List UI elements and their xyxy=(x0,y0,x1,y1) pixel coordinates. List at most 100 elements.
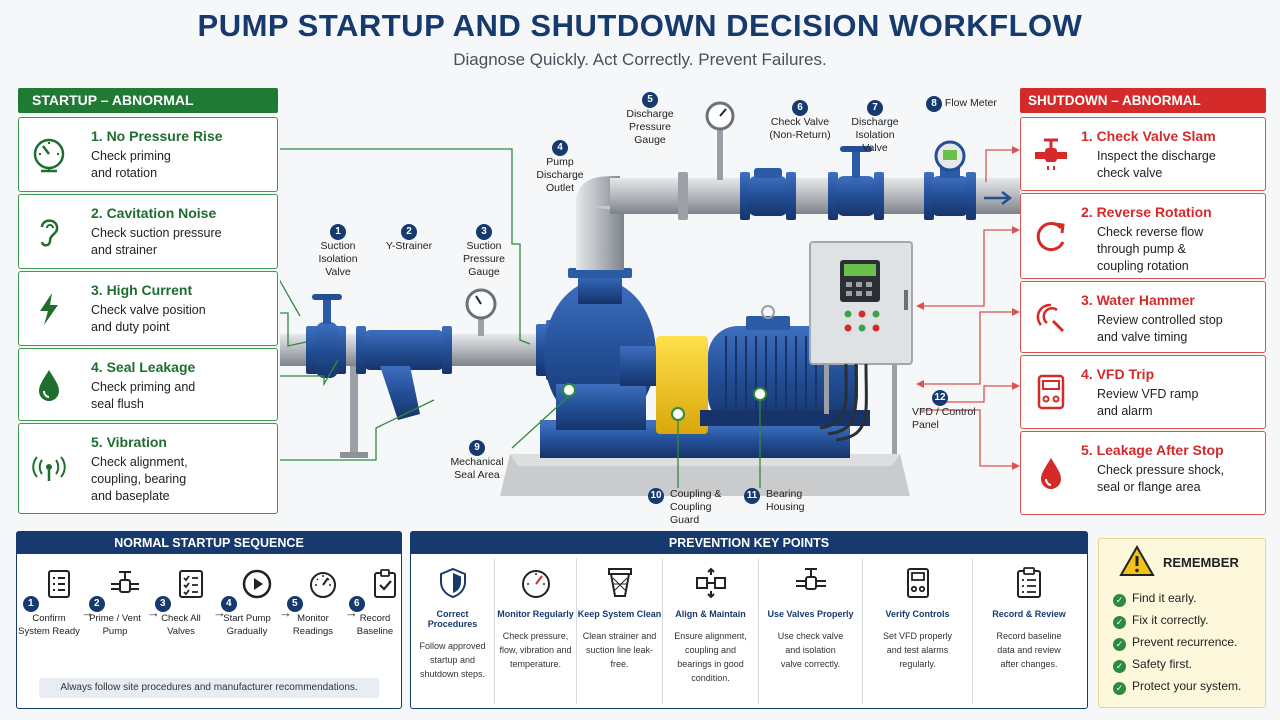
step-label: Record Baseline xyxy=(356,613,394,637)
valve-icon xyxy=(795,568,826,590)
label-number: 11 xyxy=(744,488,760,504)
shutdown-title-3: 3. Water Hammer xyxy=(1081,292,1195,308)
sequence-step-2[interactable]: 2 Prime / Vent Pump xyxy=(83,562,147,638)
label-number: 1 xyxy=(330,224,346,240)
label-vfd-control-panel: 12 VFD / Control Panel xyxy=(912,390,988,432)
startup-desc-4: Check priming and seal flush xyxy=(91,380,196,411)
step-number: 4 xyxy=(220,596,237,612)
warning-icon xyxy=(1119,545,1155,576)
remember-text: Protect your system. xyxy=(1132,679,1242,693)
clipboard-icon xyxy=(1017,567,1041,598)
startup-desc-3: Check valve position and duty point xyxy=(91,303,206,334)
step-number: 6 xyxy=(348,596,365,612)
remember-header: REMEMBER xyxy=(1163,555,1239,570)
label-number: 6 xyxy=(792,100,808,116)
startup-card-4[interactable]: 4. Seal Leakage Check priming and seal f… xyxy=(18,348,278,421)
startup-title-1: 1. No Pressure Rise xyxy=(91,128,223,144)
remember-text: Prevent recurrence. xyxy=(1132,635,1238,649)
vfd-icon xyxy=(906,568,929,598)
sequence-step-3[interactable]: 3 Check All Valves xyxy=(149,562,213,638)
prevention-item-6: Verify Controls Set VFD properly and tes… xyxy=(863,558,973,704)
sequence-step-6[interactable]: 6 Record Baseline xyxy=(343,562,407,638)
remember-item-4: ✓Safety first. xyxy=(1113,657,1192,673)
shutdown-desc-4: Review VFD ramp and alarm xyxy=(1097,387,1199,418)
shutdown-title-4: 4. VFD Trip xyxy=(1081,366,1155,382)
startup-desc-1: Check priming and rotation xyxy=(91,149,171,180)
startup-title-4: 4. Seal Leakage xyxy=(91,359,196,375)
startup-desc-5: Check alignment, coupling, bearing and b… xyxy=(91,455,188,503)
shutdown-card-5[interactable]: 5. Leakage After Stop Check pressure sho… xyxy=(1020,431,1266,515)
label-pump-discharge-outlet: 4 Pump Discharge Outlet xyxy=(530,140,590,195)
label-text: VFD / Control Panel xyxy=(912,406,976,431)
shutdown-desc-3: Review controlled stop and valve timing xyxy=(1097,313,1223,344)
sequence-step-4[interactable]: 4 Start Pump Gradually xyxy=(215,562,279,638)
prevention-item-2: Monitor Regularly Check pressure, flow, … xyxy=(495,558,577,704)
startup-desc-2: Check suction pressure and strainer xyxy=(91,226,222,257)
prevention-title: Correct Procedures xyxy=(427,609,478,629)
shutdown-card-2[interactable]: 2. Reverse Rotation Check reverse flow t… xyxy=(1020,193,1266,279)
startup-card-3[interactable]: 3. High Current Check valve position and… xyxy=(18,271,278,346)
check-list-icon xyxy=(179,570,204,598)
prevention-item-7: Record & Review Record baseline data and… xyxy=(973,558,1085,704)
prevention-title: Verify Controls xyxy=(885,609,950,619)
label-text: Pump Discharge Outlet xyxy=(536,156,584,194)
step-label: Start Pump Gradually xyxy=(223,613,271,637)
lightning-icon xyxy=(40,292,58,325)
label-number: 8 xyxy=(926,96,942,112)
label-coupling-guard: 10 Coupling & Coupling Guard xyxy=(648,488,738,527)
shutdown-card-4[interactable]: 4. VFD Trip Review VFD ramp and alarm xyxy=(1020,355,1266,429)
step-label: Check All Valves xyxy=(161,613,201,637)
prevention-desc: Set VFD properly and test alarms regular… xyxy=(882,631,953,669)
check-icon: ✓ xyxy=(1113,682,1126,695)
label-mechanical-seal-area: 9 Mechanical Seal Area xyxy=(446,440,508,482)
prevention-desc: Clean strainer and suction line leak- fr… xyxy=(582,631,657,669)
prevention-item-1: Correct Procedures Follow approved start… xyxy=(411,558,495,704)
sequence-step-5[interactable]: 5 Monitor Readings xyxy=(281,562,345,638)
prevention-title: Record & Review xyxy=(992,609,1066,619)
startup-title-2: 2. Cavitation Noise xyxy=(91,205,217,221)
label-number: 12 xyxy=(932,390,948,406)
label-text: Suction Pressure Gauge xyxy=(462,240,505,278)
startup-card-2[interactable]: 2. Cavitation Noise Check suction pressu… xyxy=(18,194,278,269)
remember-item-1: ✓ Find it early. xyxy=(1113,591,1196,607)
prevention-header: PREVENTION KEY POINTS xyxy=(411,532,1087,554)
shutdown-card-1[interactable]: 1. Check Valve Slam Inspect the discharg… xyxy=(1020,117,1266,191)
label-number: 2 xyxy=(401,224,417,240)
prevention-title: Align & Maintain xyxy=(675,609,746,619)
shutdown-card-3[interactable]: 3. Water Hammer Review controlled stop a… xyxy=(1020,281,1266,353)
startup-sequence-panel: NORMAL STARTUP SEQUENCE 1 Confirm System… xyxy=(16,531,402,709)
startup-card-5[interactable]: 5. Vibration Check alignment, coupling, … xyxy=(18,423,278,514)
step-label: Confirm System Ready xyxy=(18,613,80,637)
droplet-icon xyxy=(39,369,59,401)
shutdown-title-2: 2. Reverse Rotation xyxy=(1081,204,1212,220)
prevention-desc: Record baseline data and review after ch… xyxy=(996,631,1062,669)
shutdown-desc-5: Check pressure shock, seal or flange are… xyxy=(1097,463,1225,494)
shutdown-desc-1: Inspect the discharge check valve xyxy=(1097,149,1216,180)
label-suction-isolation-valve: 1 Suction Isolation Valve xyxy=(310,224,366,279)
check-icon: ✓ xyxy=(1113,616,1126,629)
label-text: Coupling & Coupling Guard xyxy=(670,488,722,526)
prevention-desc: Ensure alignment, coupling and bearings … xyxy=(674,631,747,683)
ear-icon xyxy=(40,218,59,246)
remember-text: Find it early. xyxy=(1132,591,1197,605)
water-hammer-icon xyxy=(1036,303,1065,333)
shield-icon xyxy=(439,567,466,599)
remember-text: Safety first. xyxy=(1132,657,1193,671)
prevention-item-5: Use Valves Properly Use check valve and … xyxy=(759,558,863,704)
label-suction-pressure-gauge: 3 Suction Pressure Gauge xyxy=(456,224,512,279)
label-number: 9 xyxy=(469,440,485,456)
prevention-title: Use Valves Properly xyxy=(767,609,854,619)
step-label: Prime / Vent Pump xyxy=(89,613,141,637)
page-title: PUMP STARTUP AND SHUTDOWN DECISION WORKF… xyxy=(197,8,1083,43)
label-bearing-housing: 11 Bearing Housing xyxy=(744,488,814,514)
sequence-step-1[interactable]: 1 Confirm System Ready xyxy=(17,562,81,638)
label-text: Y-Strainer xyxy=(385,240,433,252)
step-number: 5 xyxy=(286,596,303,612)
check-icon: ✓ xyxy=(1113,594,1126,607)
leak-droplet-icon xyxy=(1041,458,1061,489)
prevention-panel: PREVENTION KEY POINTS Correct Procedures… xyxy=(410,531,1088,709)
label-text: Bearing Housing xyxy=(766,488,805,513)
startup-card-1[interactable]: 1. No Pressure Rise Check priming and ro… xyxy=(18,117,278,192)
label-discharge-pressure-gauge: 5 Discharge Pressure Gauge xyxy=(620,92,680,147)
label-text: Discharge Isolation Valve xyxy=(851,116,899,154)
